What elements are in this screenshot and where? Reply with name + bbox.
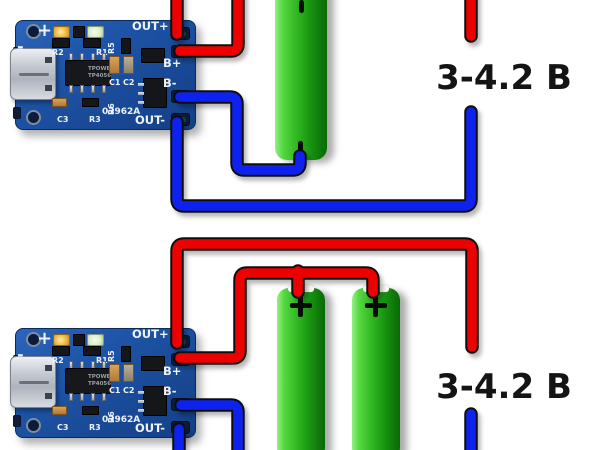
label-r5: R5 xyxy=(107,350,116,362)
board-id: 03962A xyxy=(102,107,141,117)
tp4056-module-bottom: + - R2 R1 R5 TPOWER TP4056 C1 C2 R6 C3 R… xyxy=(10,318,205,446)
label-r5: R5 xyxy=(107,42,116,54)
capacitor-chip xyxy=(123,56,134,74)
resistor-chip xyxy=(83,346,101,356)
out-plus-pad xyxy=(171,335,190,348)
resistor-chip xyxy=(83,38,101,48)
resistor-chip xyxy=(73,26,85,38)
label-b-minus: B- xyxy=(163,384,177,398)
mounting-hole xyxy=(26,110,41,125)
label-c2: C2 xyxy=(123,386,135,395)
mosfet-ic xyxy=(138,386,167,416)
tp4056-ic: TPOWER TP4056 xyxy=(65,368,115,394)
minus-silkscreen: - xyxy=(17,37,24,56)
capacitor-chip xyxy=(52,98,67,107)
resistor-chip xyxy=(52,346,70,356)
capacitor-chip xyxy=(123,364,134,382)
b-plus-pad xyxy=(171,353,190,366)
label-out-plus: OUT+ xyxy=(132,327,169,341)
label-r1: R1 xyxy=(96,357,108,365)
capacitor-chip xyxy=(109,56,120,74)
label-r2: R2 xyxy=(52,356,64,365)
label-r1: R1 xyxy=(96,49,108,57)
resistor-chip xyxy=(121,346,131,362)
battery-positive-mark-cropped xyxy=(299,0,304,13)
ic-brand: TPOWER xyxy=(88,374,115,380)
full-led xyxy=(87,26,104,38)
full-led xyxy=(87,334,104,346)
protection-ic xyxy=(141,356,165,371)
mounting-hole xyxy=(26,24,41,39)
voltage-label-bottom: 3-4.2 В xyxy=(436,367,572,407)
label-b-plus: B+ xyxy=(163,364,182,378)
battery-plus-mark xyxy=(290,303,312,308)
label-r3: R3 xyxy=(89,423,101,432)
label-b-minus: B- xyxy=(163,76,177,90)
minus-silkscreen: - xyxy=(17,345,24,364)
resistor-chip xyxy=(121,38,131,54)
mounting-hole xyxy=(26,332,41,347)
label-out-minus: OUT- xyxy=(135,113,166,127)
tp4056-module-top: + - R2 R1 R5 TPOWER TP4056 C1 C2 R6 C3 R… xyxy=(10,10,205,138)
ic-brand: TPOWER xyxy=(88,66,115,72)
out-plus-pad xyxy=(171,27,190,40)
resistor-chip xyxy=(52,38,70,48)
battery-single xyxy=(275,0,327,160)
edge-pad xyxy=(13,107,21,119)
label-c2: C2 xyxy=(123,78,135,87)
label-c1: C1 xyxy=(109,78,121,87)
label-c3: C3 xyxy=(57,115,69,124)
charge-led xyxy=(53,26,70,38)
label-out-minus: OUT- xyxy=(135,421,166,435)
out-minus-pad xyxy=(171,113,190,126)
label-out-plus: OUT+ xyxy=(132,19,169,33)
battery-parallel-1 xyxy=(277,285,325,450)
capacitor-chip xyxy=(109,364,120,382)
charge-led xyxy=(53,334,70,346)
battery-parallel-2 xyxy=(352,285,400,450)
tp4056-ic: TPOWER TP4056 xyxy=(65,60,115,86)
b-minus-pad xyxy=(171,398,190,411)
label-b-plus: B+ xyxy=(163,56,182,70)
capacitor-chip xyxy=(52,406,67,415)
plus-silkscreen: + xyxy=(37,328,53,349)
b-plus-pad xyxy=(171,45,190,58)
label-c1: C1 xyxy=(109,386,121,395)
out-minus-pad xyxy=(171,421,190,434)
resistor-chip xyxy=(73,334,85,346)
label-r2: R2 xyxy=(52,48,64,57)
resistor-chip xyxy=(82,406,99,415)
battery-plus-mark xyxy=(365,303,387,308)
plus-silkscreen: + xyxy=(37,20,53,41)
mounting-hole xyxy=(26,418,41,433)
board-id: 03962A xyxy=(102,415,141,425)
ic-part-number: TP4056 xyxy=(88,73,112,79)
label-c3: C3 xyxy=(57,423,69,432)
b-minus-pad xyxy=(171,90,190,103)
battery-terminal xyxy=(363,285,389,292)
micro-usb-connector xyxy=(10,48,56,100)
battery-negative-mark xyxy=(298,141,303,157)
resistor-chip xyxy=(82,98,99,107)
label-r3: R3 xyxy=(89,115,101,124)
micro-usb-connector xyxy=(10,356,56,408)
battery-terminal xyxy=(288,285,314,292)
protection-ic xyxy=(141,48,165,63)
edge-pad xyxy=(13,415,21,427)
ic-part-number: TP4056 xyxy=(88,381,112,387)
mosfet-ic xyxy=(138,78,167,108)
voltage-label-top: 3-4.2 В xyxy=(436,58,572,98)
